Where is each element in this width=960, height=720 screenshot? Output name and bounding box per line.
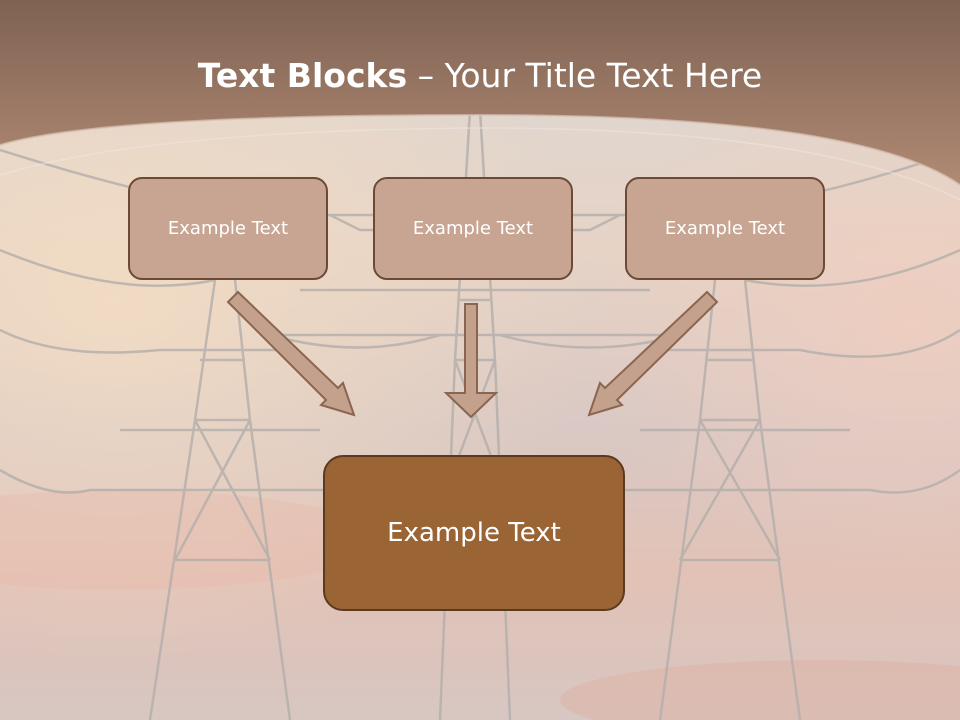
text-block-2: Example Text xyxy=(373,177,573,280)
main-text-block: Example Text xyxy=(323,455,625,611)
text-block-3-label: Example Text xyxy=(664,218,786,239)
arrow-left-diagonal xyxy=(226,290,356,417)
text-block-1-label: Example Text xyxy=(167,218,289,239)
title-bold-part: Text Blocks xyxy=(197,56,408,95)
title-separator: – xyxy=(407,56,445,95)
arrow-right-diagonal xyxy=(587,290,719,417)
main-text-block-label: Example Text xyxy=(387,518,561,548)
header-band xyxy=(0,0,960,185)
text-block-2-label: Example Text xyxy=(412,218,534,239)
text-block-3: Example Text xyxy=(625,177,825,280)
slide-title: Text Blocks – Your Title Text Here xyxy=(0,54,960,98)
text-block-1: Example Text xyxy=(128,177,328,280)
arrow-center-down xyxy=(443,303,499,419)
title-rest: Your Title Text Here xyxy=(444,56,763,95)
